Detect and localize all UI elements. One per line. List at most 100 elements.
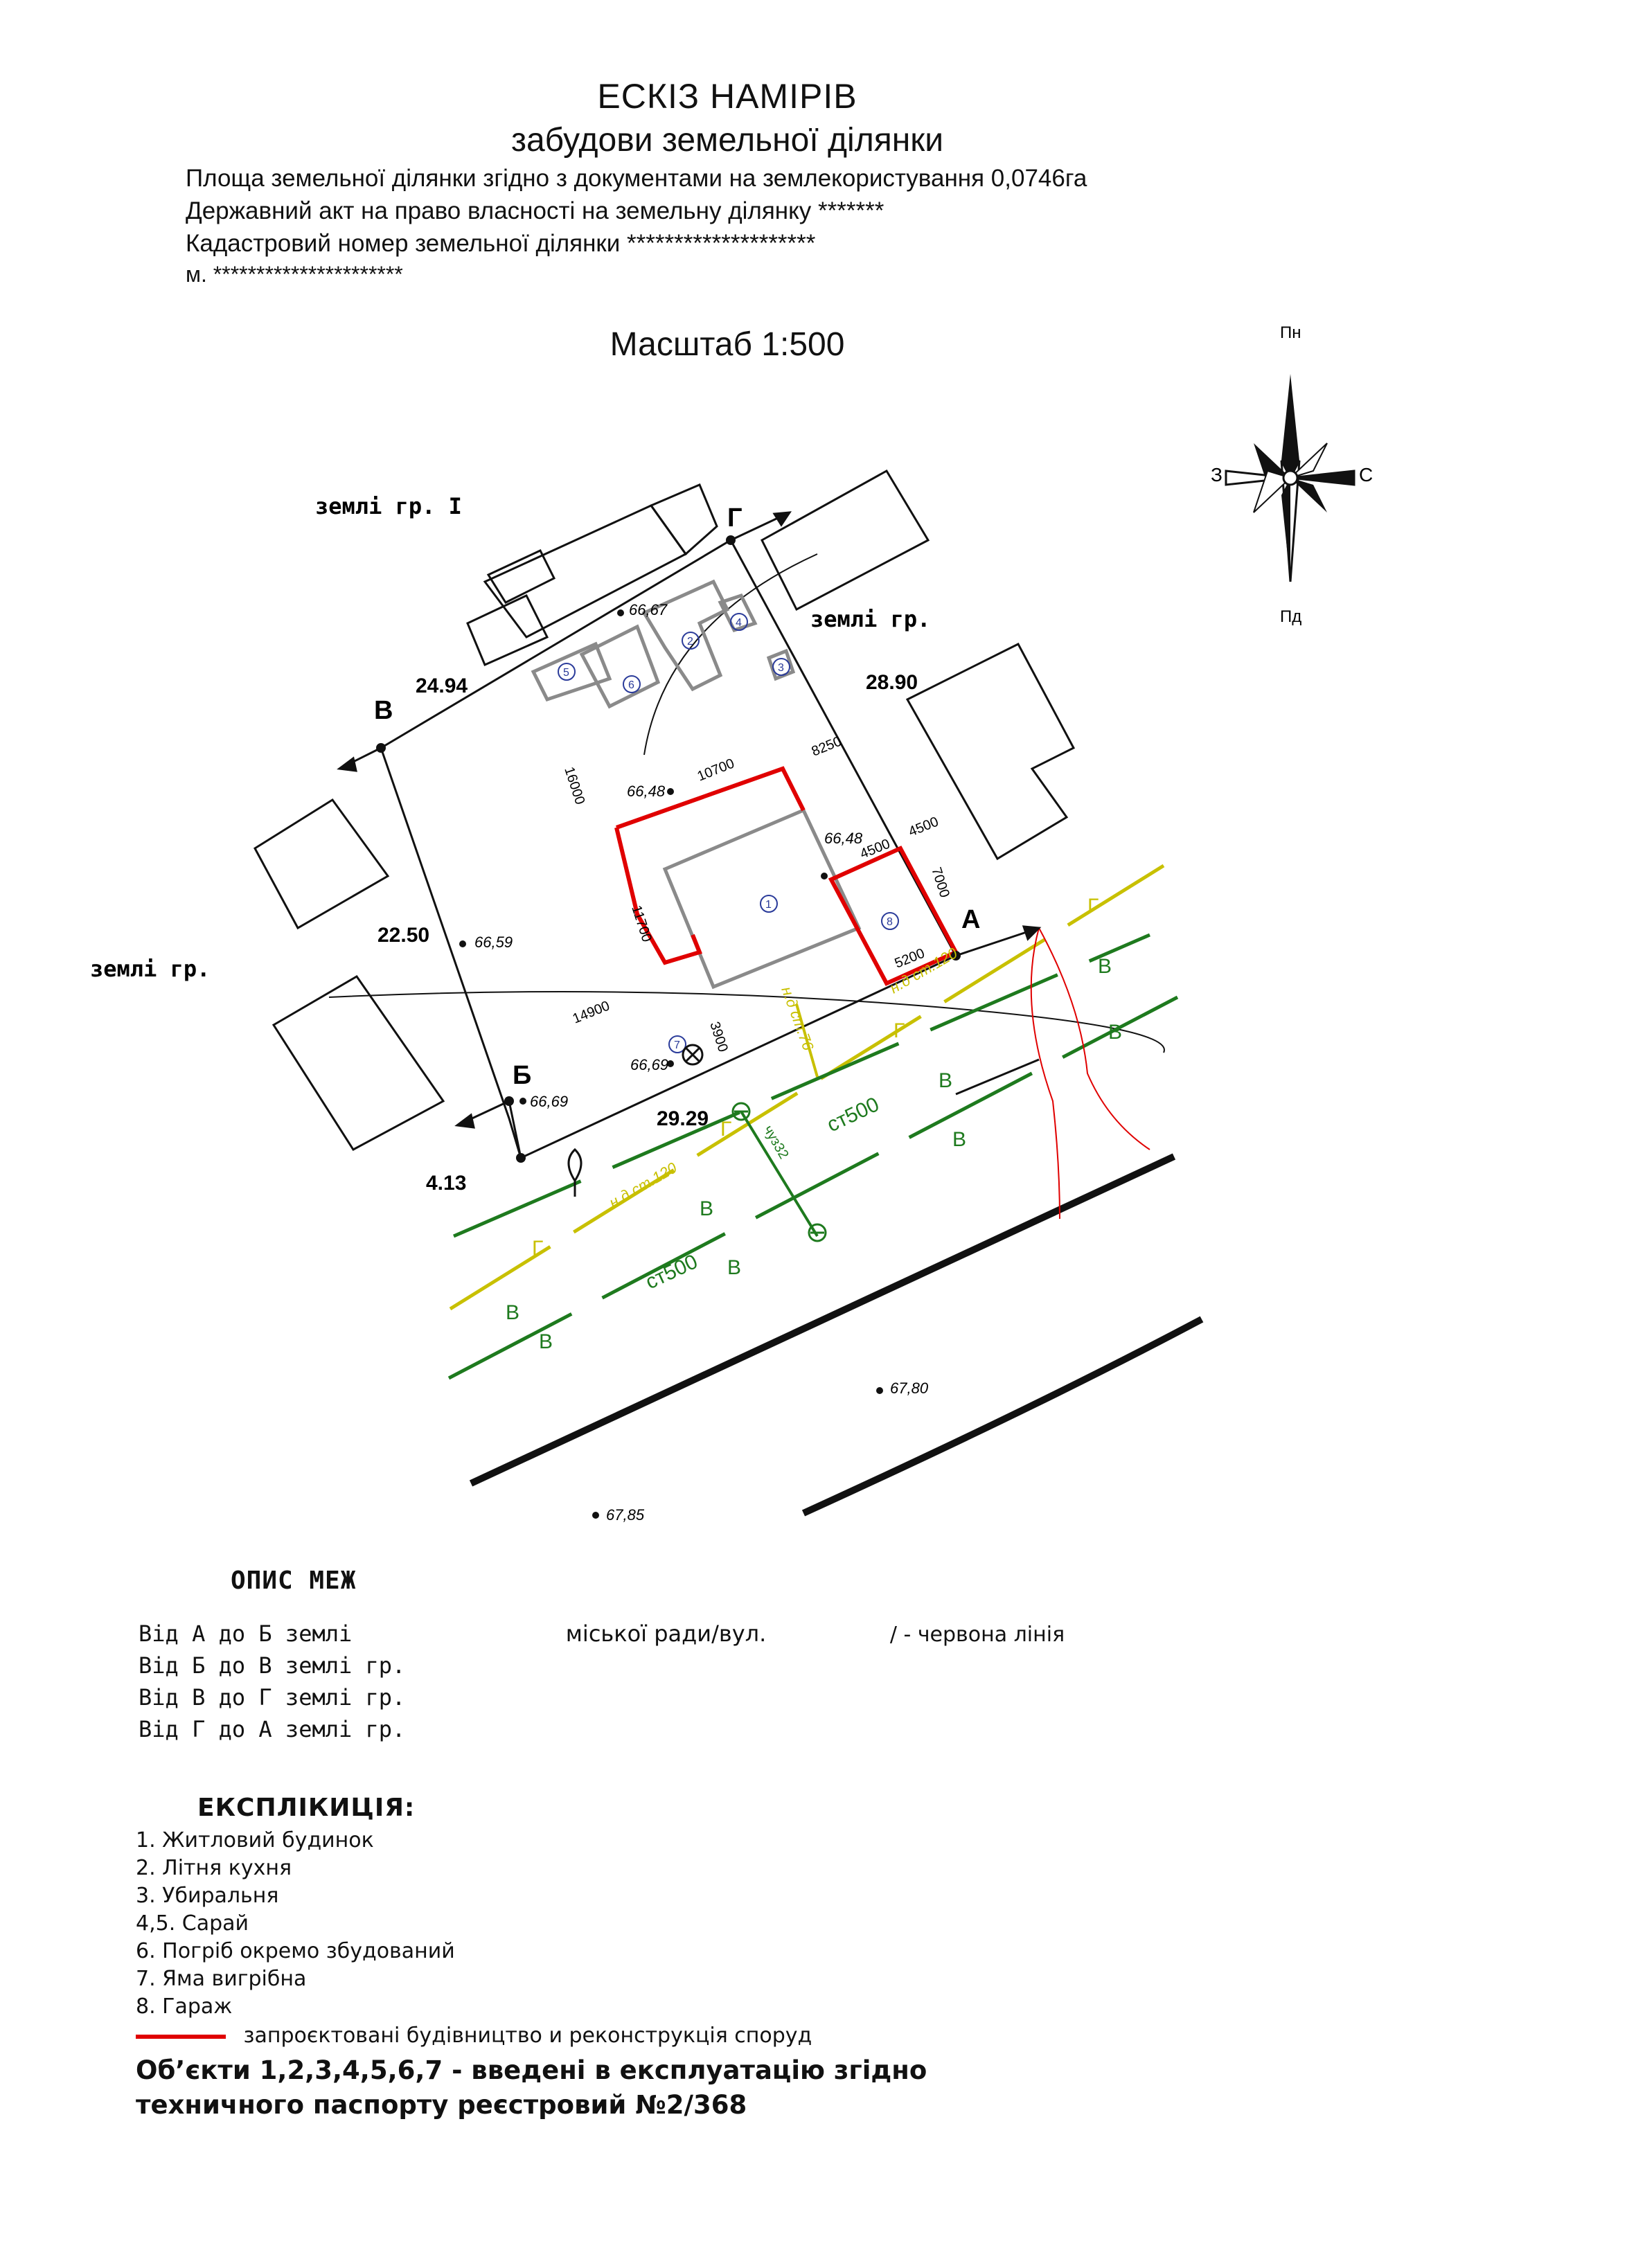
- commissioning-note: Об’єкти 1,2,3,4,5,6,7 - введені в експлу…: [136, 2053, 927, 2123]
- explication-list: 1. Житловий будинок 2. Літня кухня 3. Уб…: [136, 1828, 455, 2022]
- point-a: [951, 951, 961, 961]
- side-vg-length: 24.94: [416, 675, 468, 697]
- building-number-5: 5: [563, 667, 569, 679]
- water-letter: В: [1098, 955, 1112, 978]
- boundary-row: Від А до Б землі міської ради/вул. / - ч…: [139, 1620, 1065, 1652]
- planned-line-swatch: [136, 2034, 226, 2039]
- boundary-mid: міської ради/вул.: [565, 1620, 767, 1647]
- elevation-label: 66,69: [630, 1056, 668, 1073]
- boundary-text: землі: [285, 1620, 353, 1647]
- elevation-points: [459, 609, 883, 1519]
- building-number-2: 2: [687, 636, 693, 648]
- explication-item: 6. Погріб окремо збудований: [136, 1939, 455, 1963]
- gas-labels: Г Г Г Г н.д ст.120 н.д ст.120 н.д ст.76: [532, 895, 1099, 1260]
- boundary-row: Від В до Г землі гр.: [139, 1684, 1065, 1716]
- boundary-end: / - червона лінія: [889, 1623, 1065, 1647]
- boundaries-list: Від А до Б землі міської ради/вул. / - ч…: [139, 1620, 1065, 1748]
- elevation-label: 66,48: [627, 783, 666, 800]
- neighbor-buildings: [254, 469, 1076, 1151]
- water-letter: В: [952, 1128, 966, 1151]
- water-letter: В: [700, 1197, 713, 1220]
- compass-north-label: Пн: [1280, 323, 1301, 342]
- water-letter: В: [939, 1069, 952, 1092]
- redacted-area: [365, 1625, 553, 1645]
- act-line: Державний акт на право власності на земе…: [186, 197, 884, 224]
- label-point-g: Г: [727, 503, 743, 533]
- building-number-8: 8: [887, 916, 893, 928]
- boundary-text: землі гр.: [285, 1716, 406, 1742]
- dimension-label: 14900: [571, 998, 612, 1026]
- dimension-label: 16000: [561, 765, 587, 807]
- gas-letter: Г: [720, 1118, 731, 1141]
- page-subtitle: забудови земельної ділянки: [510, 122, 944, 159]
- compass-east-label: С: [1359, 464, 1373, 485]
- legend-row: запроєктовані будівництво и реконструкці…: [136, 2024, 812, 2048]
- side-ga-length: 28.90: [866, 671, 918, 694]
- point-v: [376, 743, 386, 753]
- label-point-b: Б: [513, 1061, 531, 1090]
- tree-icon: [567, 1148, 583, 1197]
- boundaries-title: ОПИС МЕЖ: [231, 1566, 357, 1595]
- building-numbers: 1 2 3 4 5 6 7 8: [558, 613, 899, 1053]
- valve-icons: [731, 1102, 827, 1242]
- boundary-row: Від Г до А землі гр.: [139, 1716, 1065, 1748]
- legend-text: запроєктовані будівництво и реконструкці…: [243, 2024, 812, 2048]
- neighbor-label-2: землі гр.: [810, 606, 930, 632]
- elevation-label: 66,59: [474, 934, 513, 951]
- boundary-from-to: Від А до Б: [139, 1620, 272, 1647]
- point-g: [726, 535, 736, 545]
- gas-letter: Г: [893, 1019, 905, 1042]
- explication-item: 3. Убиральня: [136, 1884, 279, 1908]
- boundary-from-to: Від Г до А: [139, 1716, 272, 1742]
- dimension-label: 7000: [928, 866, 952, 900]
- label-point-a: А: [961, 905, 980, 934]
- page-title: ЕСКІЗ НАМІРІВ: [597, 77, 857, 116]
- elevation-label: 66,48: [824, 830, 863, 847]
- elevation-label: 66,69: [530, 1093, 568, 1110]
- water-pipe-label: ст500: [642, 1250, 701, 1294]
- explication-title: ЕКСПЛІКИЦІЯ:: [197, 1794, 416, 1822]
- side-b-offset: 4.13: [426, 1172, 466, 1195]
- site-plan: Пн Пд З С: [90, 323, 1373, 1524]
- gas-line: [449, 864, 1165, 1311]
- building-number-6: 6: [628, 679, 634, 691]
- elevation-label: 67,80: [890, 1379, 929, 1397]
- boundary-row: Від Б до В землі гр.: [139, 1652, 1065, 1684]
- water-letter: В: [727, 1256, 741, 1279]
- cadastral-line: Кадастровий номер земельної ділянки ****…: [186, 230, 816, 257]
- water-letter: В: [1108, 1021, 1122, 1044]
- explication-item: 7. Яма вигрібна: [136, 1967, 307, 1991]
- header: ЕСКІЗ НАМІРІВ забудови земельної ділянки…: [0, 0, 1636, 388]
- dimension-label: 11700: [628, 904, 655, 944]
- building-number-3: 3: [778, 662, 784, 674]
- note-line: техничного паспорту реєстровий №2/368: [136, 2090, 747, 2120]
- explication-item: 2. Літня кухня: [136, 1856, 292, 1880]
- water-branch-label: чуз32: [761, 1123, 792, 1162]
- gas-letter: Г: [532, 1237, 543, 1260]
- compass-west-label: З: [1211, 464, 1222, 485]
- pit-icon: [682, 1044, 704, 1066]
- dimension-label: 4500: [907, 814, 941, 840]
- direction-arrows: [337, 511, 1042, 1129]
- water-letter: В: [506, 1301, 519, 1324]
- label-point-v: В: [374, 696, 393, 725]
- note-line: Об’єкти 1,2,3,4,5,6,7 - введені в експлу…: [136, 2055, 927, 2085]
- neighbor-label-3: землі гр.: [90, 956, 210, 982]
- neighbor-label-1: землі гр. І: [315, 493, 462, 519]
- compass-south-label: Пд: [1280, 607, 1301, 626]
- elevation-label: 67,85: [606, 1506, 645, 1524]
- gas-branch-label: н.д ст.76: [778, 984, 817, 1053]
- compass-icon: [1225, 374, 1355, 582]
- elevation-label: 66,67: [629, 601, 668, 618]
- boundary-text: землі гр.: [285, 1684, 406, 1711]
- plot-boundary: [380, 538, 958, 1160]
- area-line: Площа земельної ділянки згідно з докумен…: [186, 165, 1087, 192]
- side-ab-length: 29.29: [657, 1107, 709, 1130]
- boundary-from-to: Від В до Г: [139, 1684, 272, 1711]
- boundary-from-to: Від Б до В: [139, 1652, 272, 1679]
- water-lines: [447, 933, 1179, 1380]
- explication-item: 1. Житловий будинок: [136, 1828, 374, 1852]
- water-pipe-label: ст500: [824, 1093, 882, 1136]
- building-number-7: 7: [674, 1039, 680, 1051]
- boundary-text: землі гр.: [285, 1652, 406, 1679]
